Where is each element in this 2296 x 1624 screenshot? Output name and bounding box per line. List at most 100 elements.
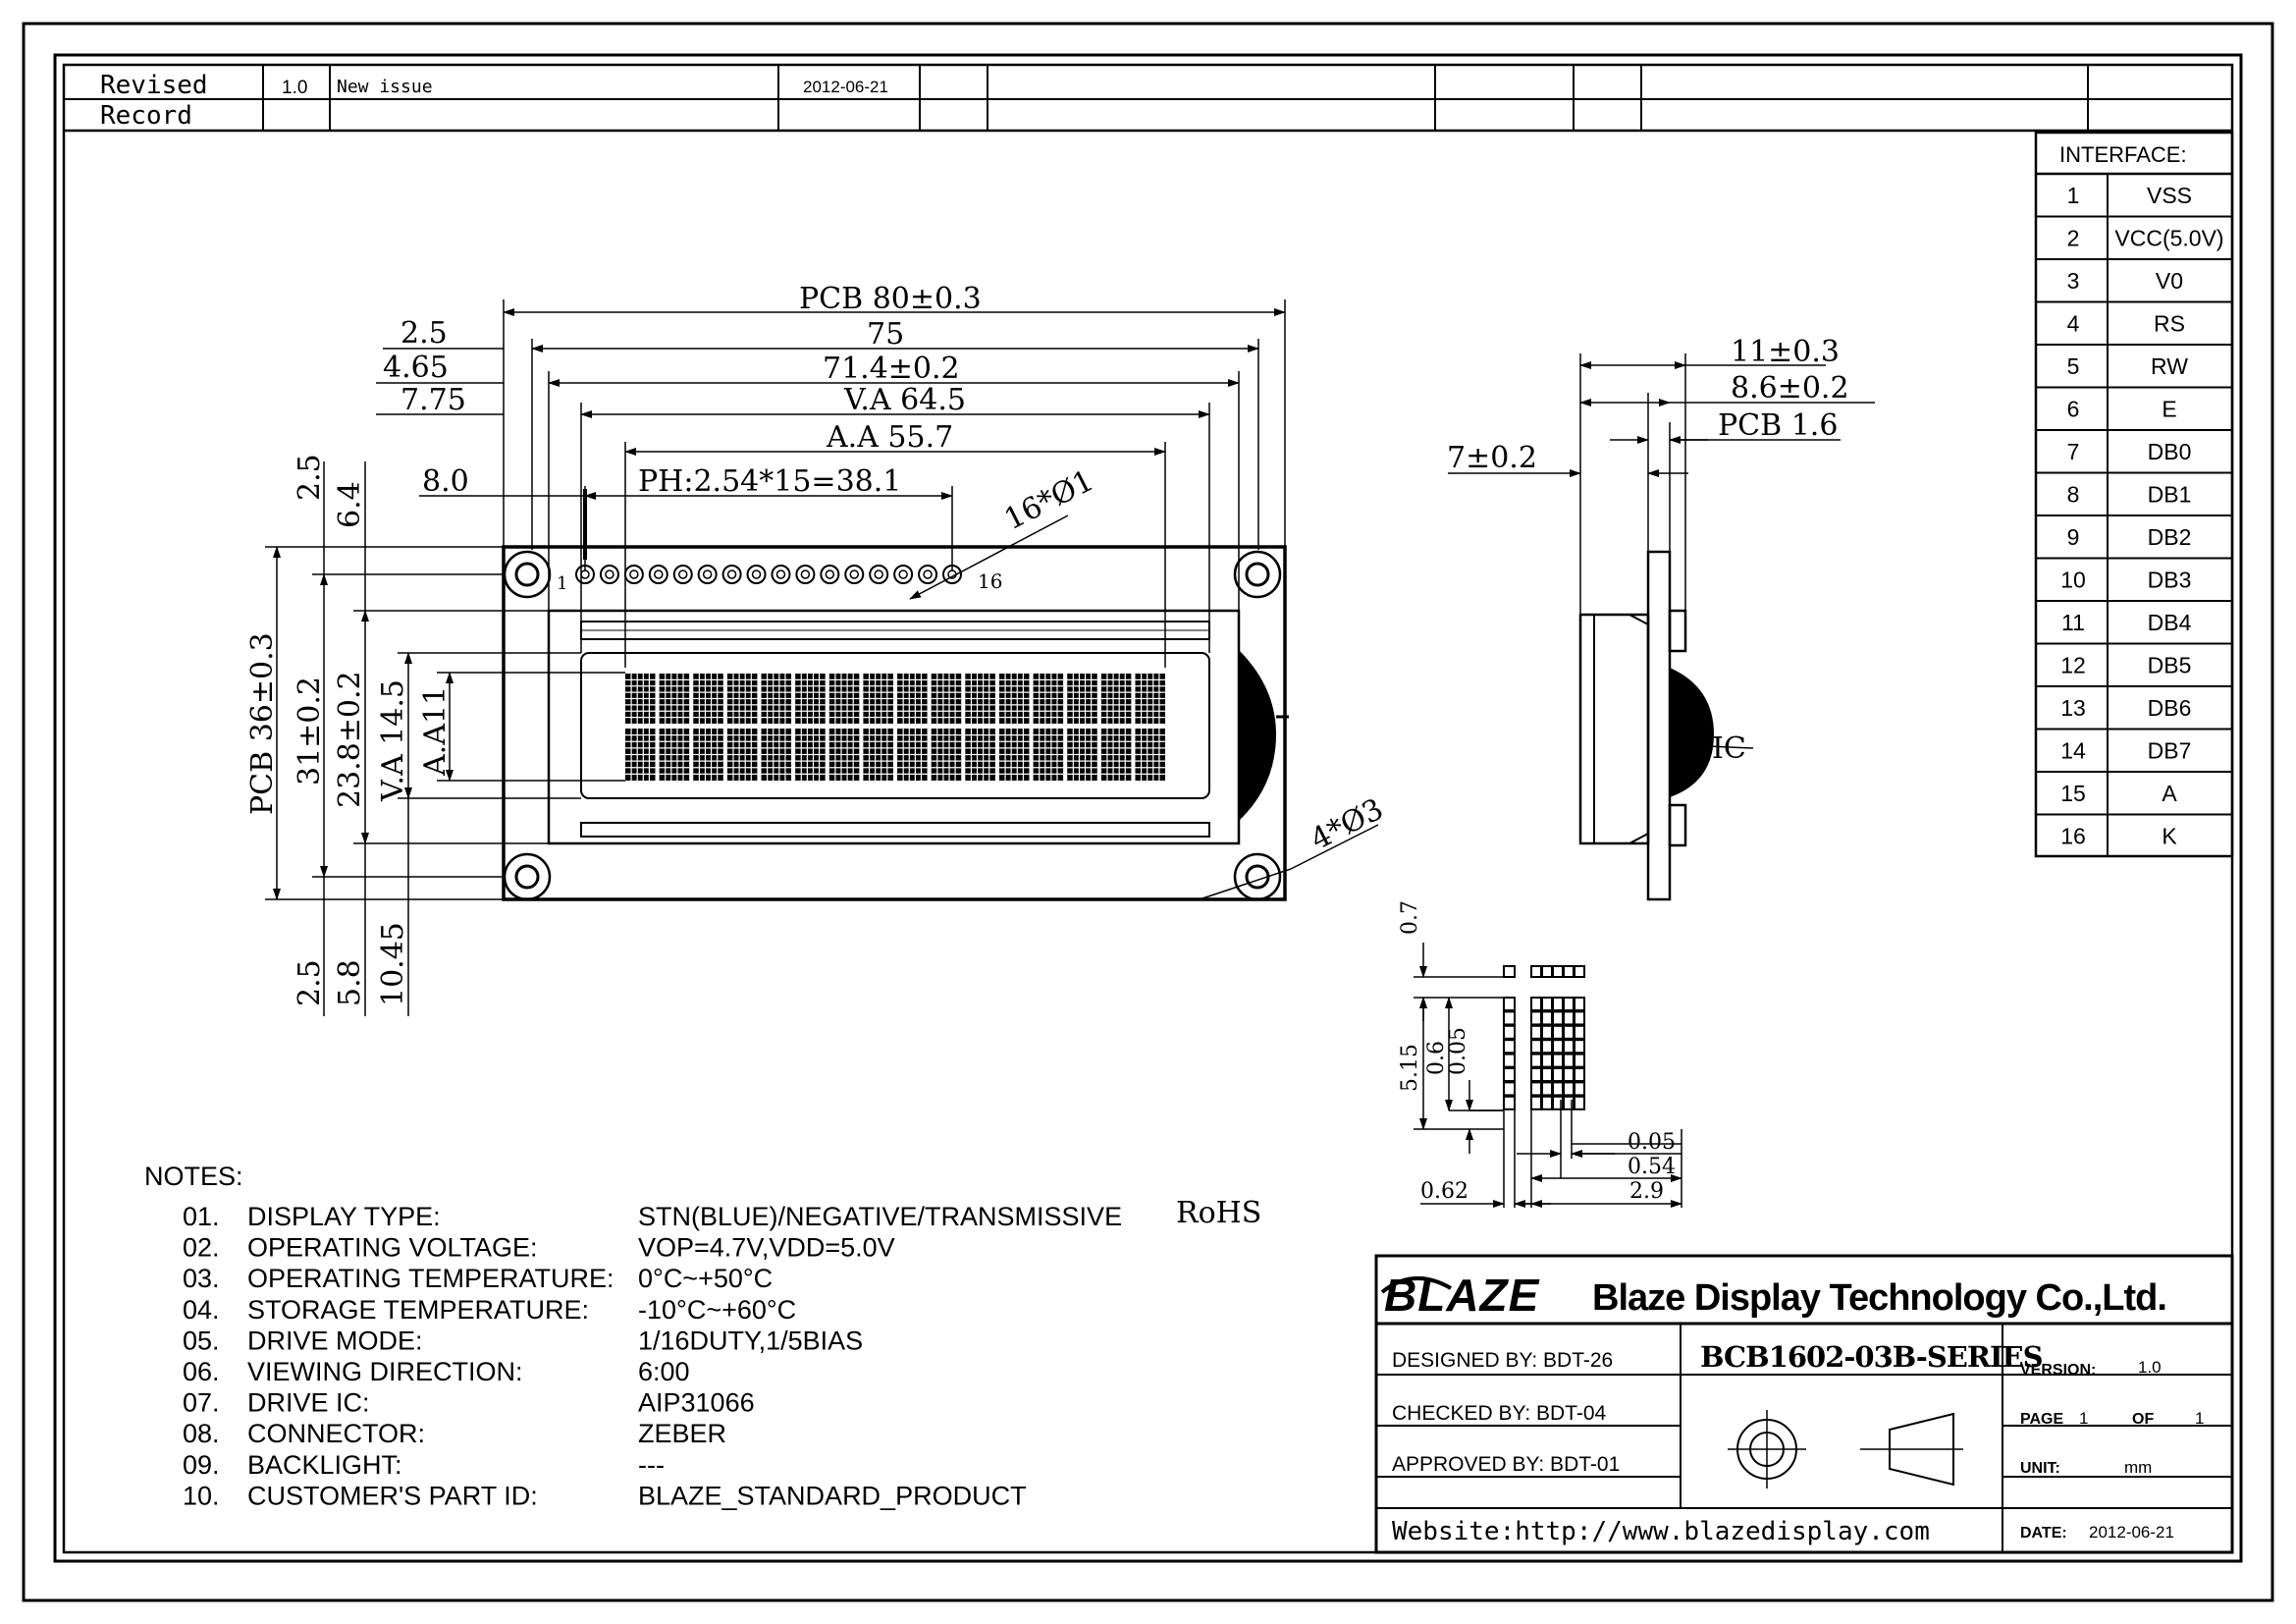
pin-signal: VSS (2147, 183, 2192, 208)
note-label: BACKLIGHT: (247, 1450, 402, 1480)
character-cell (965, 729, 995, 781)
revision-header-line2: Record (100, 101, 192, 131)
date-value: 2012-06-21 (2089, 1523, 2174, 1542)
dim-2-9: 2.9 (1629, 1179, 1664, 1204)
character-cell (726, 674, 758, 724)
pin-number: 6 (2067, 397, 2080, 422)
character-dot-matrix (1530, 997, 1585, 1110)
character-cell (1100, 674, 1132, 724)
dot-row-top (1530, 965, 1585, 978)
connector-pins (575, 489, 962, 584)
pin-signal: V0 (2156, 268, 2183, 294)
character-cell (795, 674, 826, 724)
note-value: ZEBER (638, 1419, 726, 1448)
character-cell (1135, 729, 1165, 781)
dim-0-54: 0.54 (1628, 1155, 1676, 1179)
side-ic (1670, 668, 1714, 797)
character-cell (828, 729, 860, 781)
character-cell (998, 729, 1030, 781)
rohs-mark: RoHS (1176, 1196, 1261, 1230)
dim-7-75: 7.75 (400, 383, 466, 417)
note-value: --- (638, 1450, 665, 1480)
dim-0-05-horizontal: 0.05 (1628, 1130, 1676, 1155)
note-label: CONNECTOR: (247, 1419, 425, 1448)
connector-pin (648, 565, 668, 584)
connector-pin (599, 565, 619, 584)
note-label: DRIVE MODE: (247, 1326, 423, 1355)
note-label: OPERATING VOLTAGE: (247, 1233, 538, 1263)
pin-signal: DB2 (2148, 524, 2192, 550)
dim-6-4: 6.4 (333, 481, 367, 528)
connector-pin (771, 565, 791, 584)
connector-pin (820, 565, 840, 584)
dim-8-0: 8.0 (422, 464, 469, 499)
dim-0-6: 0.6 (1424, 1041, 1449, 1075)
front-view: 1 16 (245, 282, 1389, 1016)
dim-pitch: PH:2.54*15=38.1 (638, 464, 901, 499)
character-cell (965, 674, 995, 724)
note-item: 06.VIEWING DIRECTION:6:00 (183, 1357, 690, 1386)
pin-number: 12 (2060, 653, 2086, 678)
projection-symbol-icon (1728, 1410, 1963, 1489)
pin-signal: DB5 (2148, 653, 2192, 678)
pin-signal: DB0 (2148, 439, 2192, 464)
dim-pcb-width: PCB 80±0.3 (799, 282, 982, 316)
pin-number: 8 (2067, 482, 2080, 508)
revision-record: Revised Record 1.0 New issue 2012-06-21 (64, 65, 2232, 133)
note-value: 1/16DUTY,1/5BIAS (638, 1326, 863, 1355)
note-item: 02. OPERATING VOLTAGE: VOP=4.7V,VDD=5.0V (183, 1233, 895, 1263)
note-item: 09.BACKLIGHT:--- (183, 1450, 665, 1480)
note-number: 01. (183, 1202, 220, 1231)
unit-value: mm (2124, 1458, 2152, 1477)
pin-number: 16 (2060, 824, 2086, 849)
dim-4-65: 4.65 (383, 351, 449, 385)
character-cell (693, 729, 723, 781)
dim-5-15: 5.15 (1398, 1044, 1422, 1092)
dim-5-8: 5.8 (333, 959, 367, 1006)
character-cell (659, 729, 690, 781)
note-item: 08. CONNECTOR: ZEBER (183, 1419, 726, 1448)
character-cell (1135, 674, 1165, 724)
designed-by: DESIGNED BY: BDT-26 (1392, 1349, 1613, 1372)
dim-10-45: 10.45 (376, 922, 410, 1006)
note-label: CUSTOMER'S PART ID: (247, 1481, 538, 1510)
page-label: PAGE (2020, 1411, 2063, 1428)
viewing-area (580, 652, 1210, 799)
pcb-outline (502, 545, 1287, 901)
version-value: 1.0 (2138, 1358, 2162, 1377)
pin-number: 4 (2067, 311, 2080, 337)
character-cell (1100, 729, 1132, 781)
pin-signal: RS (2154, 311, 2185, 337)
note-value: -10°C~+60°C (638, 1295, 796, 1325)
connector-pin (672, 565, 693, 584)
character-cell (726, 729, 758, 781)
dot-column-left (1503, 997, 1516, 1110)
dim-7: 7±0.2 (1447, 441, 1537, 475)
pin-number: 15 (2060, 781, 2086, 806)
character-cell (931, 729, 962, 781)
pin-number: 10 (2060, 568, 2086, 593)
dim-31: 31±0.2 (293, 677, 327, 785)
pin-signal: K (2162, 824, 2177, 849)
interface-row: 4 RS (2067, 311, 2185, 337)
pin-number: 13 (2060, 695, 2086, 721)
note-value: BLAZE_STANDARD_PRODUCT (638, 1481, 1027, 1510)
dim-0-62: 0.62 (1420, 1179, 1468, 1204)
interface-row: 12 DB5 (2060, 653, 2191, 678)
note-number: 02. (183, 1233, 220, 1263)
side-pcb (1646, 550, 1672, 901)
note-value: VOP=4.7V,VDD=5.0V (638, 1233, 895, 1263)
note-number: 08. (183, 1419, 220, 1448)
notes: NOTES: 01.DISPLAY TYPE:STN(BLUE)/NEGATIV… (144, 1162, 1261, 1510)
connector-pin (721, 565, 742, 584)
mounting-hole (503, 550, 552, 599)
